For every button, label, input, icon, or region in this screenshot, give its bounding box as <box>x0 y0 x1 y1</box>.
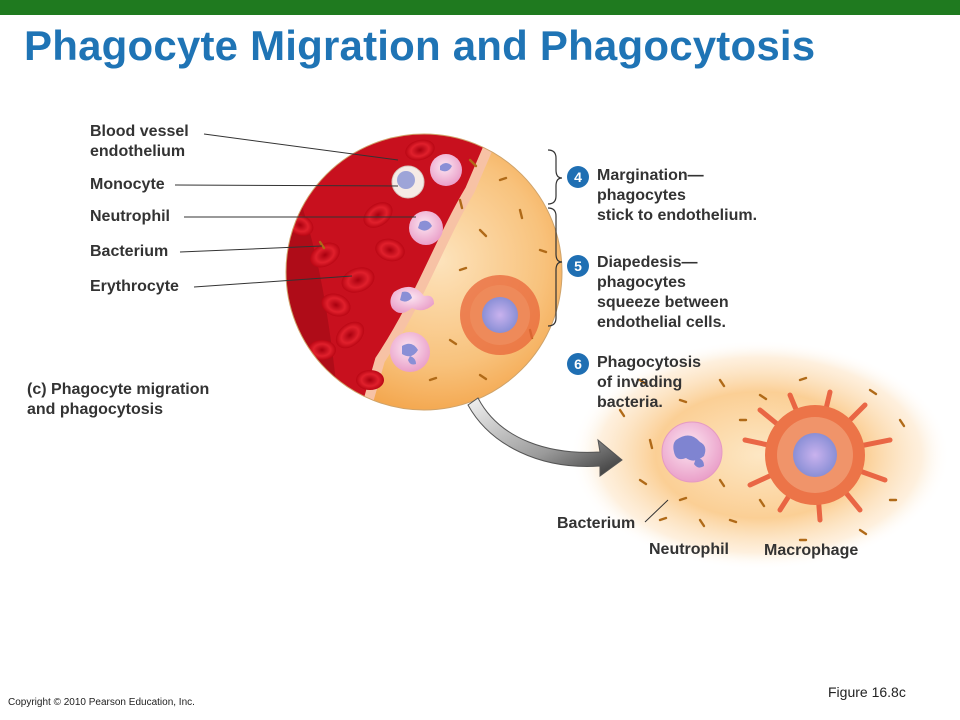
copyright-text: Copyright © 2010 Pearson Education, Inc. <box>8 697 195 708</box>
caption-line-2: and phagocytosis <box>27 401 164 418</box>
step-4-badge: 4 <box>567 166 589 188</box>
monocyte-cell <box>391 165 425 199</box>
step-line: stick to endothelium. <box>597 207 758 224</box>
step-line: phagocytes <box>597 274 686 291</box>
endothelium <box>355 134 505 410</box>
label-neutrophil-bottom: Neutrophil <box>649 541 729 558</box>
label-neutrophil: Neutrophil <box>90 208 170 225</box>
step-5-text: Diapedesis— phagocytes squeeze between e… <box>597 253 729 333</box>
label-line: endothelium <box>90 143 186 160</box>
figure-caption: (c) Phagocyte migration and phagocytosis <box>27 380 209 420</box>
step-line: bacteria. <box>597 394 663 411</box>
neutrophil-cells <box>390 154 462 372</box>
label-monocyte: Monocyte <box>90 176 165 193</box>
label-line: Blood vessel <box>90 123 189 140</box>
zoom-arrow <box>467 397 623 477</box>
label-erythrocyte: Erythrocyte <box>90 278 179 295</box>
step-line: squeeze between <box>597 294 729 311</box>
caption-line-1: (c) Phagocyte migration <box>27 380 209 400</box>
caption-tag: (c) <box>27 381 47 398</box>
caption-text: Phagocyte migration <box>51 381 210 398</box>
step-4-text: Margination— phagocytes stick to endothe… <box>597 166 757 226</box>
label-bacterium-bottom: Bacterium <box>557 515 636 532</box>
step-line: phagocytes <box>597 187 686 204</box>
step-braces <box>547 149 563 327</box>
step-line: of invading <box>597 374 683 391</box>
step-line: Phagocytosis <box>597 354 702 371</box>
tissue-glow <box>570 340 950 570</box>
leader-lines <box>174 133 669 523</box>
neutrophil-large <box>661 421 723 483</box>
macrophage-circle <box>460 275 540 355</box>
label-macrophage: Macrophage <box>764 542 859 559</box>
step-6-text: Phagocytosis of invading bacteria. <box>597 353 701 413</box>
step-6-badge: 6 <box>567 353 589 375</box>
step-line: endothelial cells. <box>597 314 726 331</box>
page-title: Phagocyte Migration and Phagocytosis <box>24 22 816 69</box>
bottom-bacteria <box>618 376 906 542</box>
erythrocytes <box>286 139 435 390</box>
top-green-bar <box>0 0 960 15</box>
step-line: Diapedesis— <box>597 254 698 271</box>
figure-label: Figure 16.8c <box>828 684 906 700</box>
step-5-badge: 5 <box>567 255 589 277</box>
macrophage-large <box>742 389 893 523</box>
label-bacterium: Bacterium <box>90 243 169 260</box>
magnified-view-circle <box>286 134 562 410</box>
label-blood-vessel-endothelium: Blood vessel endothelium <box>90 122 189 162</box>
step-line: Margination— <box>597 167 704 184</box>
